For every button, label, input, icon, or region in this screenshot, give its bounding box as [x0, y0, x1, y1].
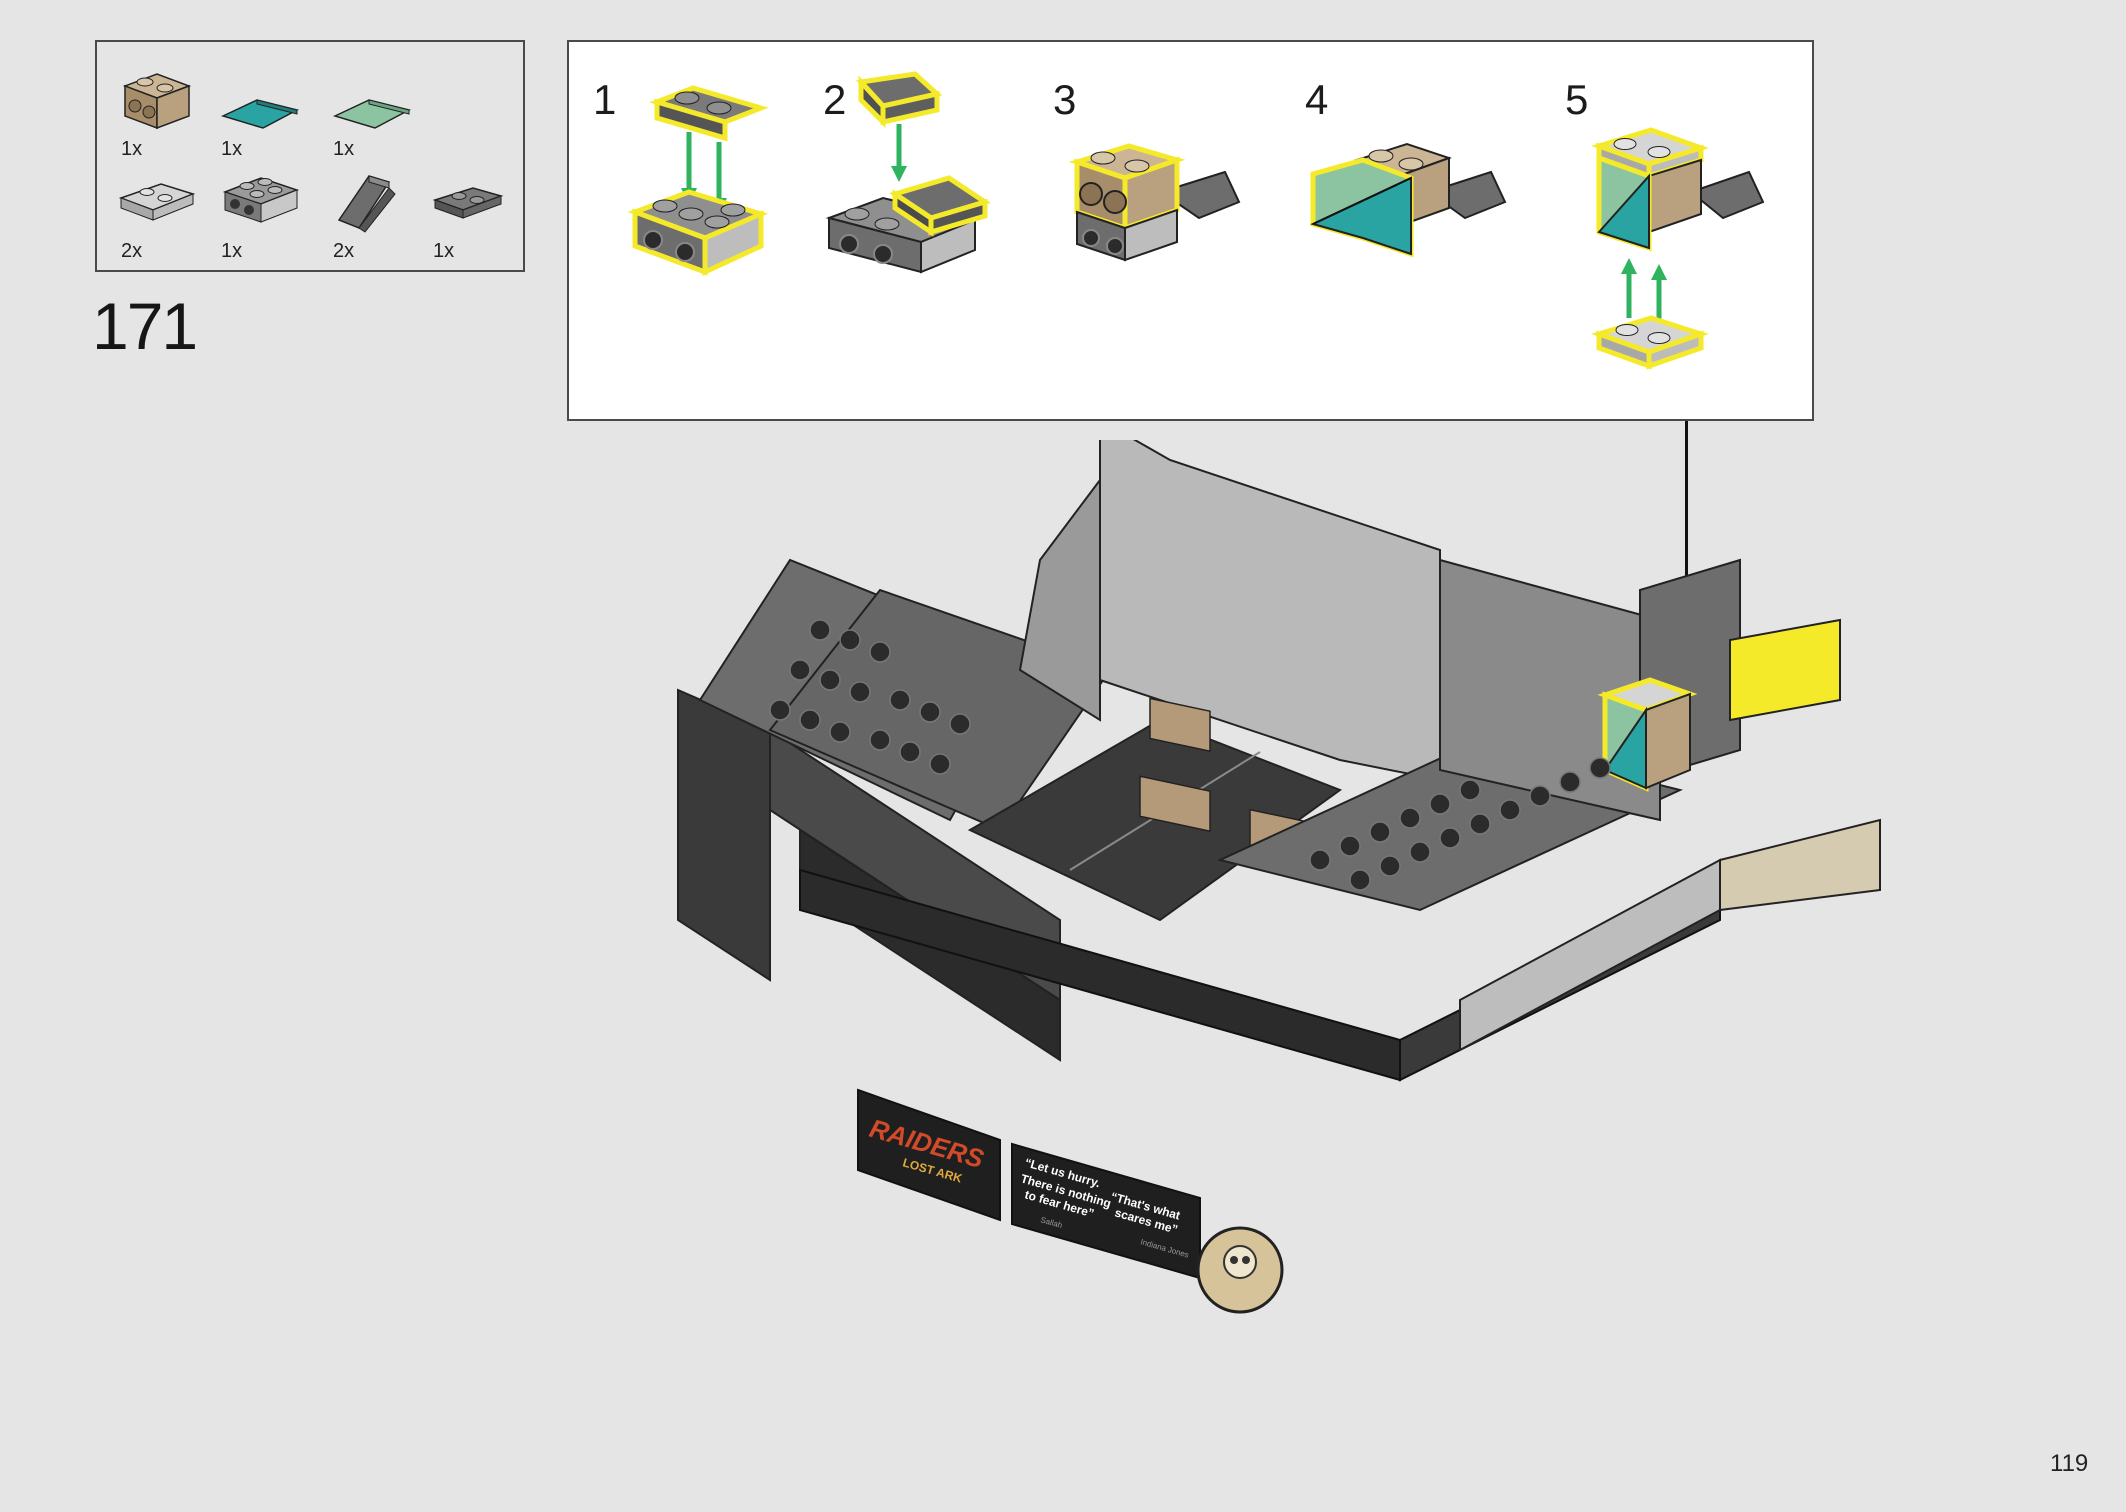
- model-illustration: RAIDERS LOST ARK “Let us hurry. There is…: [677, 440, 1881, 1314]
- base-left-side: [677, 688, 771, 982]
- sub-step-4: 4: [1281, 42, 1521, 412]
- sub-step-number: 4: [1305, 76, 1329, 123]
- part-trans-green-wedge: 1x: [329, 56, 424, 160]
- step-number: 171: [92, 289, 198, 363]
- teal-wedge-icon: [220, 99, 300, 129]
- light-gray-rail-plate-icon: [118, 183, 196, 221]
- sub-step-1-illustration: [627, 85, 769, 276]
- sub-step-2-illustration: [825, 71, 991, 274]
- base-front-edge: [799, 868, 1401, 1082]
- part-light-gray-rail-plate: 2x: [117, 158, 212, 262]
- part-dark-gray-brick-2x2: 1x: [217, 158, 312, 262]
- sub-step-number: 2: [823, 76, 847, 123]
- part-qty: 1x: [121, 138, 143, 160]
- part-qty: 1x: [221, 240, 243, 262]
- dark-gray-plate-icon: [432, 187, 504, 219]
- studs: [769, 619, 1611, 891]
- dark-gray-brick-icon: [222, 177, 300, 223]
- part-teal-wedge: 1x: [217, 56, 312, 160]
- page-number: 119: [2050, 1450, 2089, 1477]
- sub-step-number: 3: [1053, 76, 1077, 123]
- sub-step-5: 5: [1541, 42, 1801, 412]
- sub-step-3: 3: [1029, 42, 1269, 412]
- sub-step-3-illustration: [1068, 143, 1241, 262]
- sub-assembly-callout: 1 2: [567, 40, 1814, 421]
- tan-brick-icon: [122, 73, 192, 130]
- sub-step-number: 1: [593, 76, 617, 123]
- sub-step-5-illustration: [1591, 127, 1765, 370]
- part-qty: 1x: [433, 240, 455, 262]
- part-qty: 1x: [221, 138, 243, 160]
- part-dark-gray-slope: 2x: [329, 158, 424, 262]
- sub-step-4-illustration: [1310, 142, 1507, 258]
- part-qty: 2x: [333, 240, 355, 262]
- trans-green-wedge-icon: [332, 99, 412, 129]
- part-qty: 1x: [333, 138, 355, 160]
- part-dark-gray-plate-1x2: 1x: [429, 158, 524, 262]
- dark-gray-slope-icon: [337, 175, 396, 233]
- title-sign: [857, 1088, 1001, 1222]
- callout-pointer-line: [1685, 421, 1688, 683]
- sub-step-number: 5: [1565, 76, 1589, 123]
- base-right-side: [1459, 858, 1721, 1052]
- part-tan-brick: 1x: [117, 56, 212, 160]
- part-qty: 2x: [121, 240, 143, 262]
- sub-step-2: 2: [799, 42, 1019, 412]
- parts-list: 1x 1x 1x 2x: [95, 40, 525, 272]
- sub-step-1: 1: [569, 42, 789, 412]
